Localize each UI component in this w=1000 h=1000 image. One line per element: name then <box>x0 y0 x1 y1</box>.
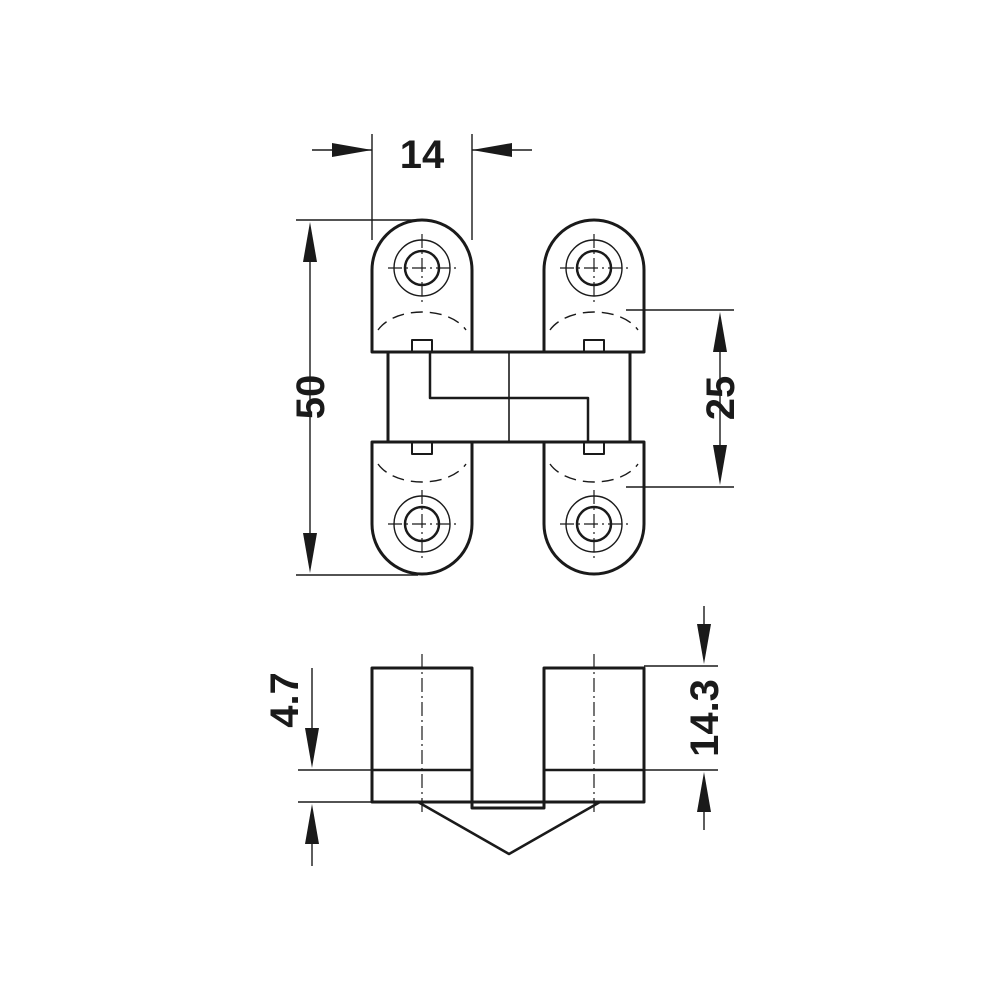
dim-total-depth: 14.3 <box>644 606 727 830</box>
side-view: 4.7 14.3 <box>263 606 727 866</box>
top-view: 14 50 25 <box>289 133 743 576</box>
leaf-upper-right <box>542 218 646 354</box>
dim-label-hole-spacing: 25 <box>699 376 743 421</box>
leaf-upper-left <box>370 218 474 354</box>
dim-overall-height: 50 <box>289 219 418 576</box>
dim-front-recess: 4.7 <box>263 668 372 866</box>
dim-pivot-width: 14 <box>312 133 532 240</box>
dim-label-pivot-width: 14 <box>400 133 445 177</box>
leaf-lower-left <box>370 440 474 576</box>
leaf-lower-right <box>542 440 646 576</box>
dim-label-overall-height: 50 <box>289 375 333 420</box>
dim-label-front-recess: 4.7 <box>263 672 307 728</box>
dim-label-total-depth: 14.3 <box>683 679 727 757</box>
dim-hole-spacing: 25 <box>626 309 743 488</box>
pivot-body <box>386 350 632 444</box>
